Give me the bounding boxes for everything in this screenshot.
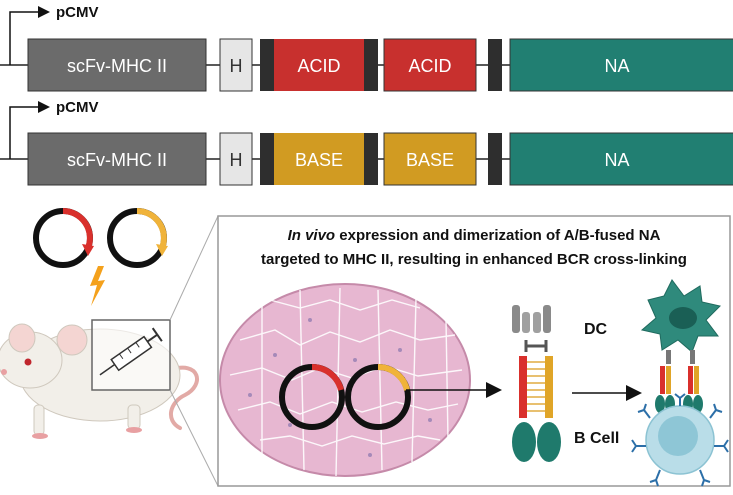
promoter-arrow-icon <box>9 6 50 65</box>
hinge-block <box>219 38 253 92</box>
panel-title-line1: In vivo expression and dimerization of A… <box>288 227 661 244</box>
na-block <box>509 132 733 186</box>
hinge-label: H <box>230 150 243 170</box>
base-block-1 <box>274 133 364 185</box>
hinge-label: H <box>230 56 243 76</box>
base-block-2 <box>383 132 477 186</box>
dc-label: DC <box>584 321 608 338</box>
dimer-protein-icon <box>512 305 561 462</box>
bcell-label: B Cell <box>574 430 619 447</box>
na-block <box>509 38 733 92</box>
base-label-2: BASE <box>406 150 454 170</box>
scfv-block <box>27 38 207 92</box>
na-label: NA <box>604 56 629 76</box>
construct-base: pCMV scFv-MHC II H BASE BASE NA <box>0 99 733 186</box>
syringe-icon <box>99 327 163 376</box>
promoter-label: pCMV <box>56 99 99 116</box>
scfv-label: scFv-MHC II <box>67 56 167 76</box>
na-label: NA <box>604 150 629 170</box>
promoter-arrow-icon <box>9 101 50 159</box>
linker-block <box>260 133 274 185</box>
arrow-right-icon <box>406 382 502 398</box>
linker-block <box>364 39 378 91</box>
scfv-label: scFv-MHC II <box>67 150 167 170</box>
linker-block <box>260 39 274 91</box>
panel-title-line2: targeted to MHC II, resulting in enhance… <box>261 251 687 268</box>
plasmid-icon <box>33 208 94 268</box>
scfv-block <box>27 132 207 186</box>
acid-label-1: ACID <box>297 56 340 76</box>
plasmid-icon <box>279 364 345 430</box>
linker-block <box>488 133 502 185</box>
promoter-label: pCMV <box>56 4 99 21</box>
construct-acid: pCMV scFv-MHC II H ACID ACID NA <box>0 4 733 92</box>
acid-block-2 <box>383 38 477 92</box>
acid-block-1 <box>274 39 364 91</box>
hinge-block <box>219 132 253 186</box>
dendritic-cell-icon <box>640 279 721 364</box>
linker-block <box>364 133 378 185</box>
panel-title-rest: expression and dimerization of A/B-fused… <box>335 227 660 244</box>
plasmid-icon <box>345 364 411 430</box>
arrow-right-icon <box>572 385 642 401</box>
base-label-1: BASE <box>295 150 343 170</box>
acid-label-2: ACID <box>408 56 451 76</box>
lightning-icon <box>90 266 105 306</box>
b-cell-icon <box>631 393 729 487</box>
linker-block <box>488 39 502 91</box>
plasmid-icon <box>107 208 168 268</box>
panel-title-italic: In vivo <box>288 227 336 244</box>
muscle-tissue-icon <box>219 283 471 477</box>
